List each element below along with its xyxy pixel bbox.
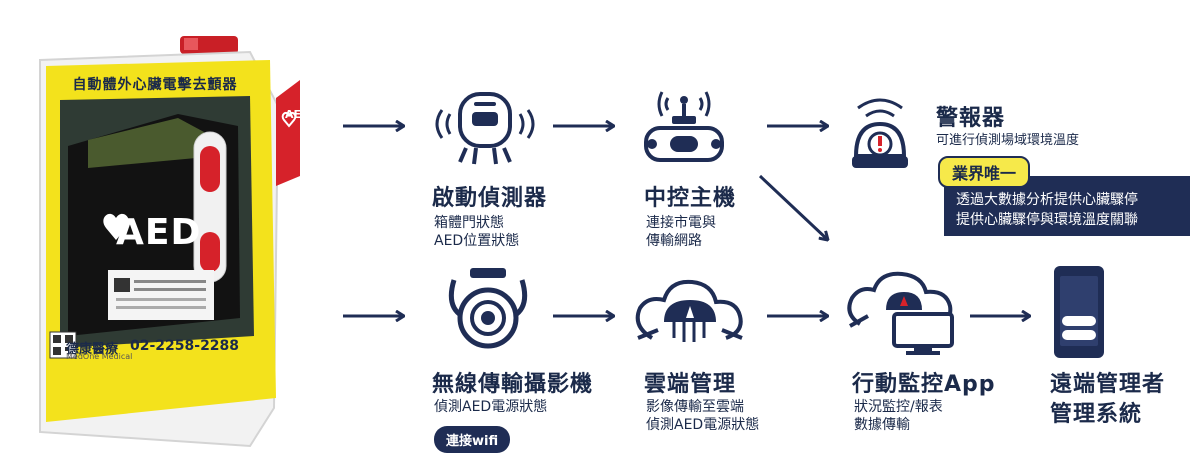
alarm-line-1: 可進行偵測場域環境溫度 (936, 133, 1080, 148)
unique-line-2: 提供心臟驟停與環境溫度關聯 (956, 212, 1138, 228)
brand-name: 德康醫療 (66, 342, 119, 357)
host-title: 中控主機 (644, 186, 737, 211)
alarm-icon (852, 98, 908, 168)
industry-unique-badge: 業界唯一 (938, 156, 1031, 188)
cloud-title: 雲端管理 (644, 372, 737, 397)
aed-device-label: AED (116, 212, 202, 253)
cabinet-side-label: AED (285, 108, 311, 121)
brand-phone: 02-2258-2288 (130, 338, 240, 354)
sensor-line-2: AED位置狀態 (434, 233, 520, 249)
cloud-line-1: 影像傳輸至雲端 (646, 399, 744, 415)
unique-line-1: 透過大數據分析提供心臟驟停 (956, 192, 1138, 208)
alarm-title: 警報器 (936, 106, 1006, 131)
sensor-robot-icon (435, 92, 535, 165)
remote-title-2: 管理系統 (1050, 402, 1143, 427)
camera-title: 無線傳輸攝影機 (432, 372, 594, 397)
brand-name-en: MedOne Medical (66, 352, 133, 361)
remote-title: 遠端管理者 (1050, 372, 1166, 397)
cloud-line-2: 偵測AED電源狀態 (646, 417, 760, 433)
wifi-pill: 連接wifi (434, 426, 511, 453)
cloud-icon (635, 279, 743, 342)
smartphone-icon (1054, 266, 1104, 358)
host-device-icon (644, 91, 724, 162)
sensor-title: 啟動偵測器 (432, 186, 548, 211)
app-line-2: 數據傳輸 (854, 417, 910, 433)
cabinet-title: 自動體外心臟電擊去顫器 (72, 77, 238, 93)
camera-icon (448, 268, 528, 349)
aed-cabinet (39, 36, 300, 448)
app-line-1: 狀況監控/報表 (854, 399, 943, 415)
host-line-1: 連接市電與 (646, 215, 716, 231)
app-title: 行動監控App (852, 372, 996, 397)
arrow-host-to-app (758, 174, 828, 240)
camera-line-1: 偵測AED電源狀態 (434, 399, 548, 415)
sensor-line-1: 箱體門狀態 (434, 215, 504, 231)
monitor-cloud-icon (847, 271, 954, 355)
host-line-2: 傳輸網路 (646, 233, 702, 249)
